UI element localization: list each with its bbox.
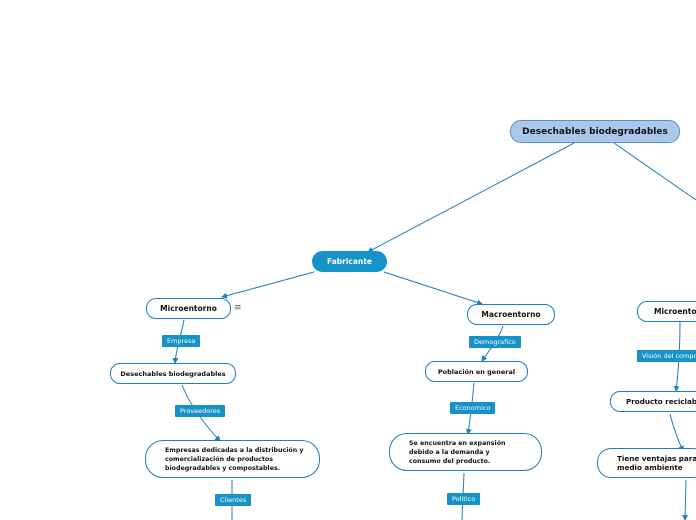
edge-ventajas-down xyxy=(682,479,689,520)
node-empresas-dedicadas[interactable]: Empresas dedicadas a la distribución y c… xyxy=(145,440,320,478)
node-expansion[interactable]: Se encuentra en expansión debido a la de… xyxy=(389,433,542,471)
edge-root-fabricante xyxy=(367,142,575,253)
empresas-dedicadas-text: Empresas dedicadas a la distribución y c… xyxy=(165,446,304,472)
node-producto-reciclable[interactable]: Producto reciclabl xyxy=(610,391,696,412)
edge-producto-ventajas xyxy=(669,413,684,452)
root-node-desechables-biodegradables[interactable]: Desechables biodegradables xyxy=(510,120,680,143)
node-desechables-biodegradables[interactable]: Desechables biodegradables xyxy=(110,363,236,384)
tag-empresa[interactable]: Empresa xyxy=(162,335,201,347)
poblacion-label: Población en general xyxy=(437,367,516,376)
tag-vision-comprador[interactable]: Visión del compr xyxy=(637,350,696,362)
edge-fabricante-macro xyxy=(383,271,483,306)
ventajas-text: Tiene ventajas para medio ambiente xyxy=(617,453,696,473)
node-tiene-ventajas[interactable]: Tiene ventajas para medio ambiente xyxy=(597,448,696,478)
macroentorno-label: Macroentorno xyxy=(481,310,541,319)
root-label: Desechables biodegradables xyxy=(522,126,668,137)
node-fabricante[interactable]: Fabricante xyxy=(312,251,387,272)
microentorno-right-label: Microentorno xyxy=(654,307,696,316)
microentorno-left-label: Microentorno xyxy=(160,304,217,313)
node-microentorno-right[interactable]: Microentorno xyxy=(637,301,696,322)
fabricante-label: Fabricante xyxy=(327,257,372,266)
tag-politico[interactable]: Politico xyxy=(447,493,481,505)
tag-economico[interactable]: Economico xyxy=(450,402,496,414)
node-poblacion-general[interactable]: Población en general xyxy=(425,361,528,382)
tag-clientes[interactable]: Clientes xyxy=(215,494,252,506)
menu-lines-icon[interactable]: ≡ xyxy=(234,303,242,313)
tag-proveedores[interactable]: Proveedores xyxy=(175,405,226,417)
node-macroentorno[interactable]: Macroentorno xyxy=(467,304,555,325)
tag-demografico[interactable]: Demografico xyxy=(469,336,521,348)
node-microentorno-left[interactable]: Microentorno xyxy=(146,298,231,319)
edge-fabricante-micro xyxy=(221,271,315,299)
expansion-text: Se encuentra en expansión debido a la de… xyxy=(409,439,506,465)
desechables-label: Desechables biodegradables xyxy=(120,369,226,378)
edge-root-right xyxy=(613,142,696,201)
producto-label: Producto reciclabl xyxy=(626,397,696,406)
